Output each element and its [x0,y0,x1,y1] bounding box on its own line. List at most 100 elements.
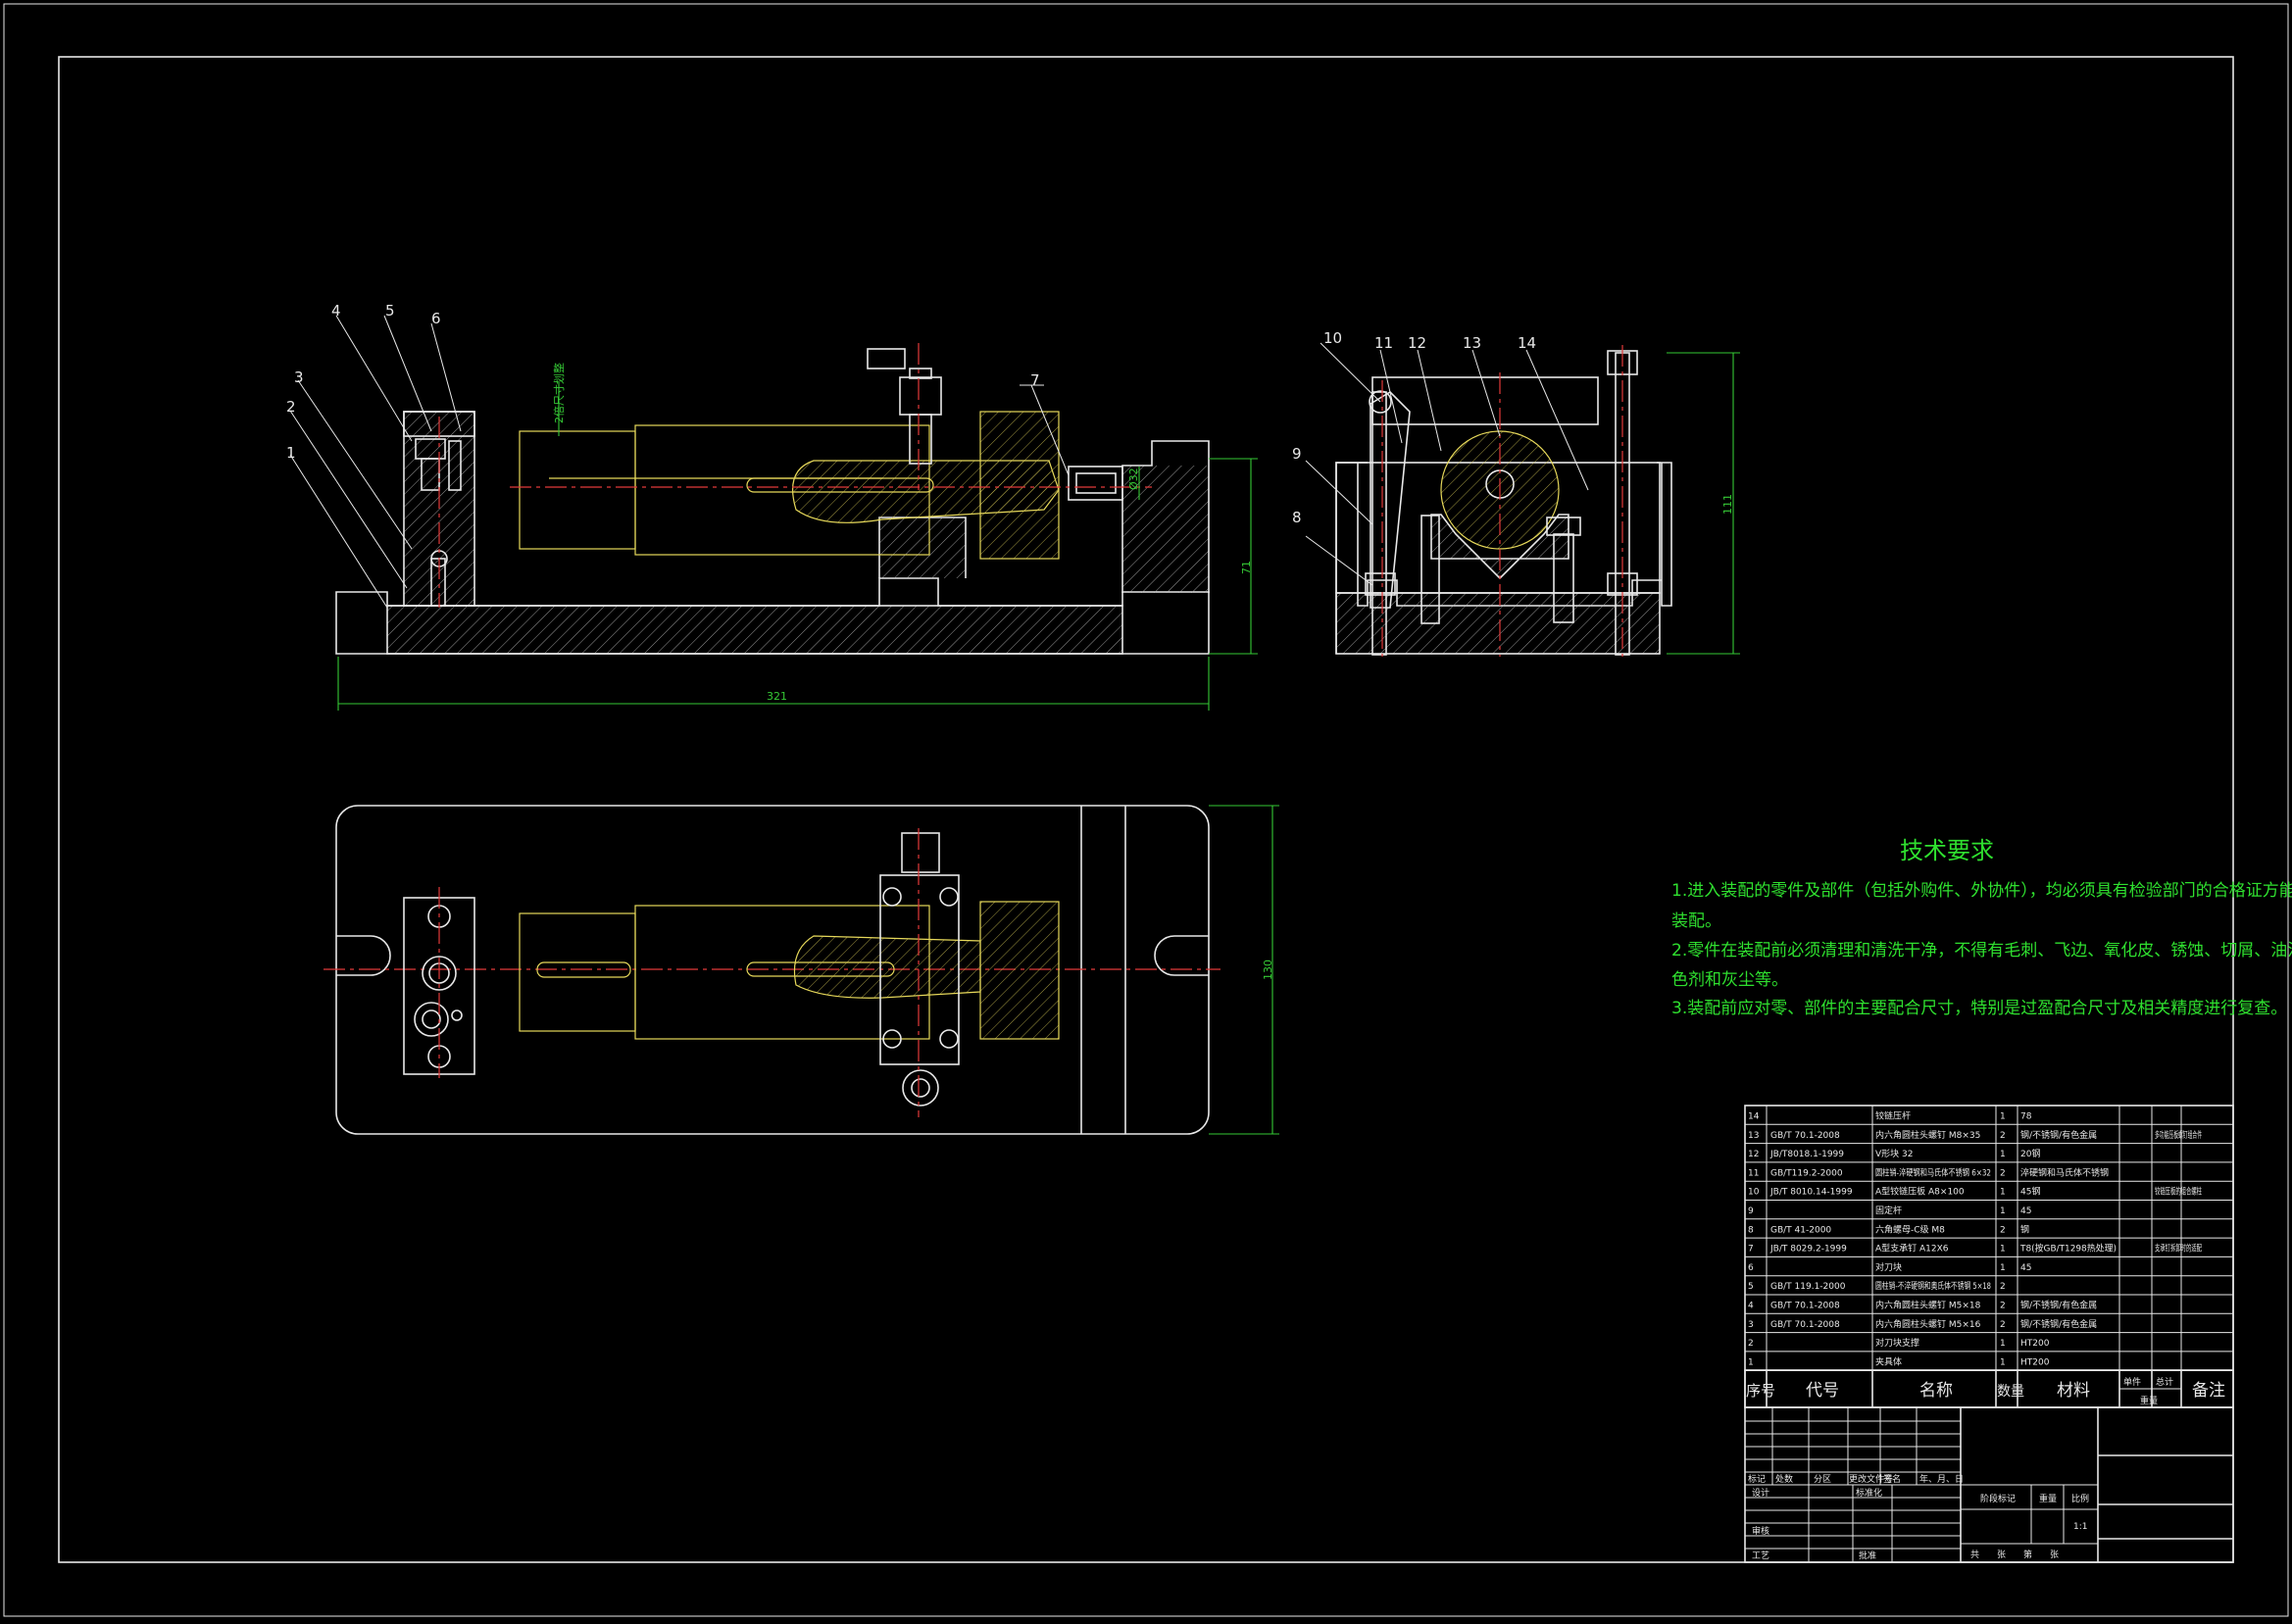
bom-cell: 1 [2000,1339,2006,1349]
bom-cell: 圆柱销-不淬硬钢和奥氏体不锈钢 5×18 [1875,1280,1991,1292]
tb-sign: 签名 [1883,1473,1901,1485]
dim-small: Ø32 [1127,468,1140,490]
bom-cell: 钢 [2020,1223,2029,1235]
bom-head-unit: 单件 [2123,1376,2141,1388]
bom-cell: 1 [1748,1357,1754,1367]
bom-cell: 夹具体 [1875,1355,1902,1367]
bom-cell: 8 [1748,1225,1754,1235]
bom-cell: 45 [2020,1206,2031,1216]
tb-standard: 标准化 [1856,1487,1882,1499]
side-label-9: 9 [1292,445,1302,463]
tech-requirements: 技术要求 1.进入装配的零件及部件（包括外购件、外协件），均必须具有检验部门的合… [1671,837,2292,1018]
bom-cell: 2 [2000,1131,2006,1141]
bom-cell: 4 [1748,1302,1754,1311]
bom-head-total: 总计 [2156,1376,2173,1388]
tb-change: 更改文件号 [1849,1473,1893,1485]
side-view [1305,342,1740,657]
bom-cell: 2 [2000,1302,2006,1311]
vertical-note: 2倍尺寸划整 [552,363,566,423]
bom-cell: 钢/不锈钢/有色金属 [2020,1129,2097,1141]
bom-cell: 2 [2000,1282,2006,1292]
bom-cell: 支承钉拆卸时的适配 [2155,1243,2202,1255]
bom-cell: GB/T 70.1-2008 [1770,1131,1840,1141]
inner-border [58,56,2234,1563]
tb-mark: 标记 [1748,1473,1766,1485]
side-label-14: 14 [1518,334,1536,352]
bom-cell: GB/T 119.1-2000 [1770,1282,1846,1292]
bom-cell: HT200 [2020,1357,2050,1367]
tb-approve: 批准 [1859,1550,1876,1561]
tech-line-3: 3.装配前应对零、部件的主要配合尺寸，特别是过盈配合尺寸及相关精度进行复查。 [1671,999,2287,1018]
bom-cell: 1 [2000,1357,2006,1367]
dim-length: 321 [767,690,787,703]
tb-count: 处数 [1775,1473,1793,1485]
bom-head-code: 代号 [1806,1381,1839,1401]
bom-cell: 10 [1748,1188,1760,1198]
bom-cell: 固定杆 [1875,1205,1902,1216]
tech-line-1: 1.进入装配的零件及部件（包括外购件、外协件），均必须具有检验部门的合格证方能进… [1671,881,2292,901]
tb-scale: 比例 [2071,1493,2089,1504]
bom-cell: 对刀块支撑 [1875,1337,1919,1349]
bom-cell: GB/T119.2-2000 [1770,1168,1843,1178]
bom-cell: GB/T 41-2000 [1770,1225,1831,1235]
bom-cell: 圆柱销-淬硬钢和马氏体不锈钢 6×32 [1875,1166,1991,1178]
bom-cell: GB/T 70.1-2008 [1770,1320,1840,1330]
bom-cell: 淬硬钢和马氏体不锈钢 [2020,1166,2109,1178]
bom-cell: 内六角圆柱头螺钉 M8×35 [1875,1129,1980,1141]
side-label-12: 12 [1408,334,1426,352]
bom-head-seq: 序号 [1746,1382,1775,1400]
tb-design: 设计 [1752,1487,1769,1499]
bom-cell: 内六角圆柱头螺钉 M5×18 [1875,1300,1981,1311]
tech-title: 技术要求 [1900,837,1994,864]
front-label-5: 5 [385,302,395,320]
tb-zone: 分区 [1814,1474,1831,1485]
tech-line-2b: 色剂和灰尘等。 [1671,970,1788,990]
bom-cell: 7 [1748,1245,1754,1255]
front-view [289,315,1258,711]
bom-cell: 1 [2000,1245,2006,1255]
bom-cell: 3 [1748,1320,1754,1330]
bom-cell: 1 [2000,1112,2006,1122]
bom-cell: 2 [2000,1225,2006,1235]
tb-sheets: 共 张 第 张 [1970,1549,2059,1560]
bom-cell: 内六角圆柱头螺钉 M5×16 [1875,1318,1981,1330]
tb-process: 工艺 [1752,1550,1769,1561]
bom-cell: 铰链压板的组合螺柱 [2155,1186,2202,1198]
tech-line-2: 2.零件在装配前必须清理和清洗干净，不得有毛刺、飞边、氧化皮、锈蚀、切屑、油污、… [1671,941,2292,960]
bom-head-name: 名称 [1919,1381,1953,1401]
bom-cell: V形块 32 [1875,1148,1913,1159]
bom-cell: 2 [2000,1168,2006,1178]
bom-cell: JB/T 8010.14-1999 [1769,1188,1853,1198]
front-label-1: 1 [286,444,296,462]
front-label-6: 6 [431,310,441,327]
bom-cell: 12 [1748,1150,1759,1159]
bom-cell: 14 [1748,1112,1760,1122]
side-label-8: 8 [1292,509,1302,526]
bom-head-remark: 备注 [2192,1381,2225,1401]
title-block [1744,1406,2234,1563]
bom-cell: A型铰链压板 A8×100 [1875,1186,1965,1198]
bom-cell: JB/T8018.1-1999 [1769,1150,1844,1159]
dim-top-width: 130 [1262,960,1274,980]
bom-cell: 78 [2020,1112,2032,1122]
bom-cell: 2 [2000,1320,2006,1330]
bom-head-material: 材料 [2057,1381,2090,1401]
front-label-7: 7 [1030,371,1040,389]
front-label-4: 4 [331,302,341,320]
bom-head-qty: 数量 [1997,1384,2024,1400]
bom-head-weight: 重量 [2140,1395,2158,1406]
outer-border [3,3,2289,1617]
tech-line-1b: 装配。 [1671,911,1721,931]
bom-cell: 45钢 [2020,1186,2040,1198]
dim-side-height: 111 [1721,494,1734,515]
bom-cell: HT200 [2020,1339,2050,1349]
bom-cell: 多功能压板螺钉组合件 [2155,1129,2202,1141]
tb-stage: 阶段标记 [1980,1493,2016,1504]
side-label-10: 10 [1323,329,1342,347]
bom-cell: 45 [2020,1263,2031,1273]
front-label-3: 3 [294,369,304,386]
tb-date: 年、月、日 [1919,1473,1964,1485]
